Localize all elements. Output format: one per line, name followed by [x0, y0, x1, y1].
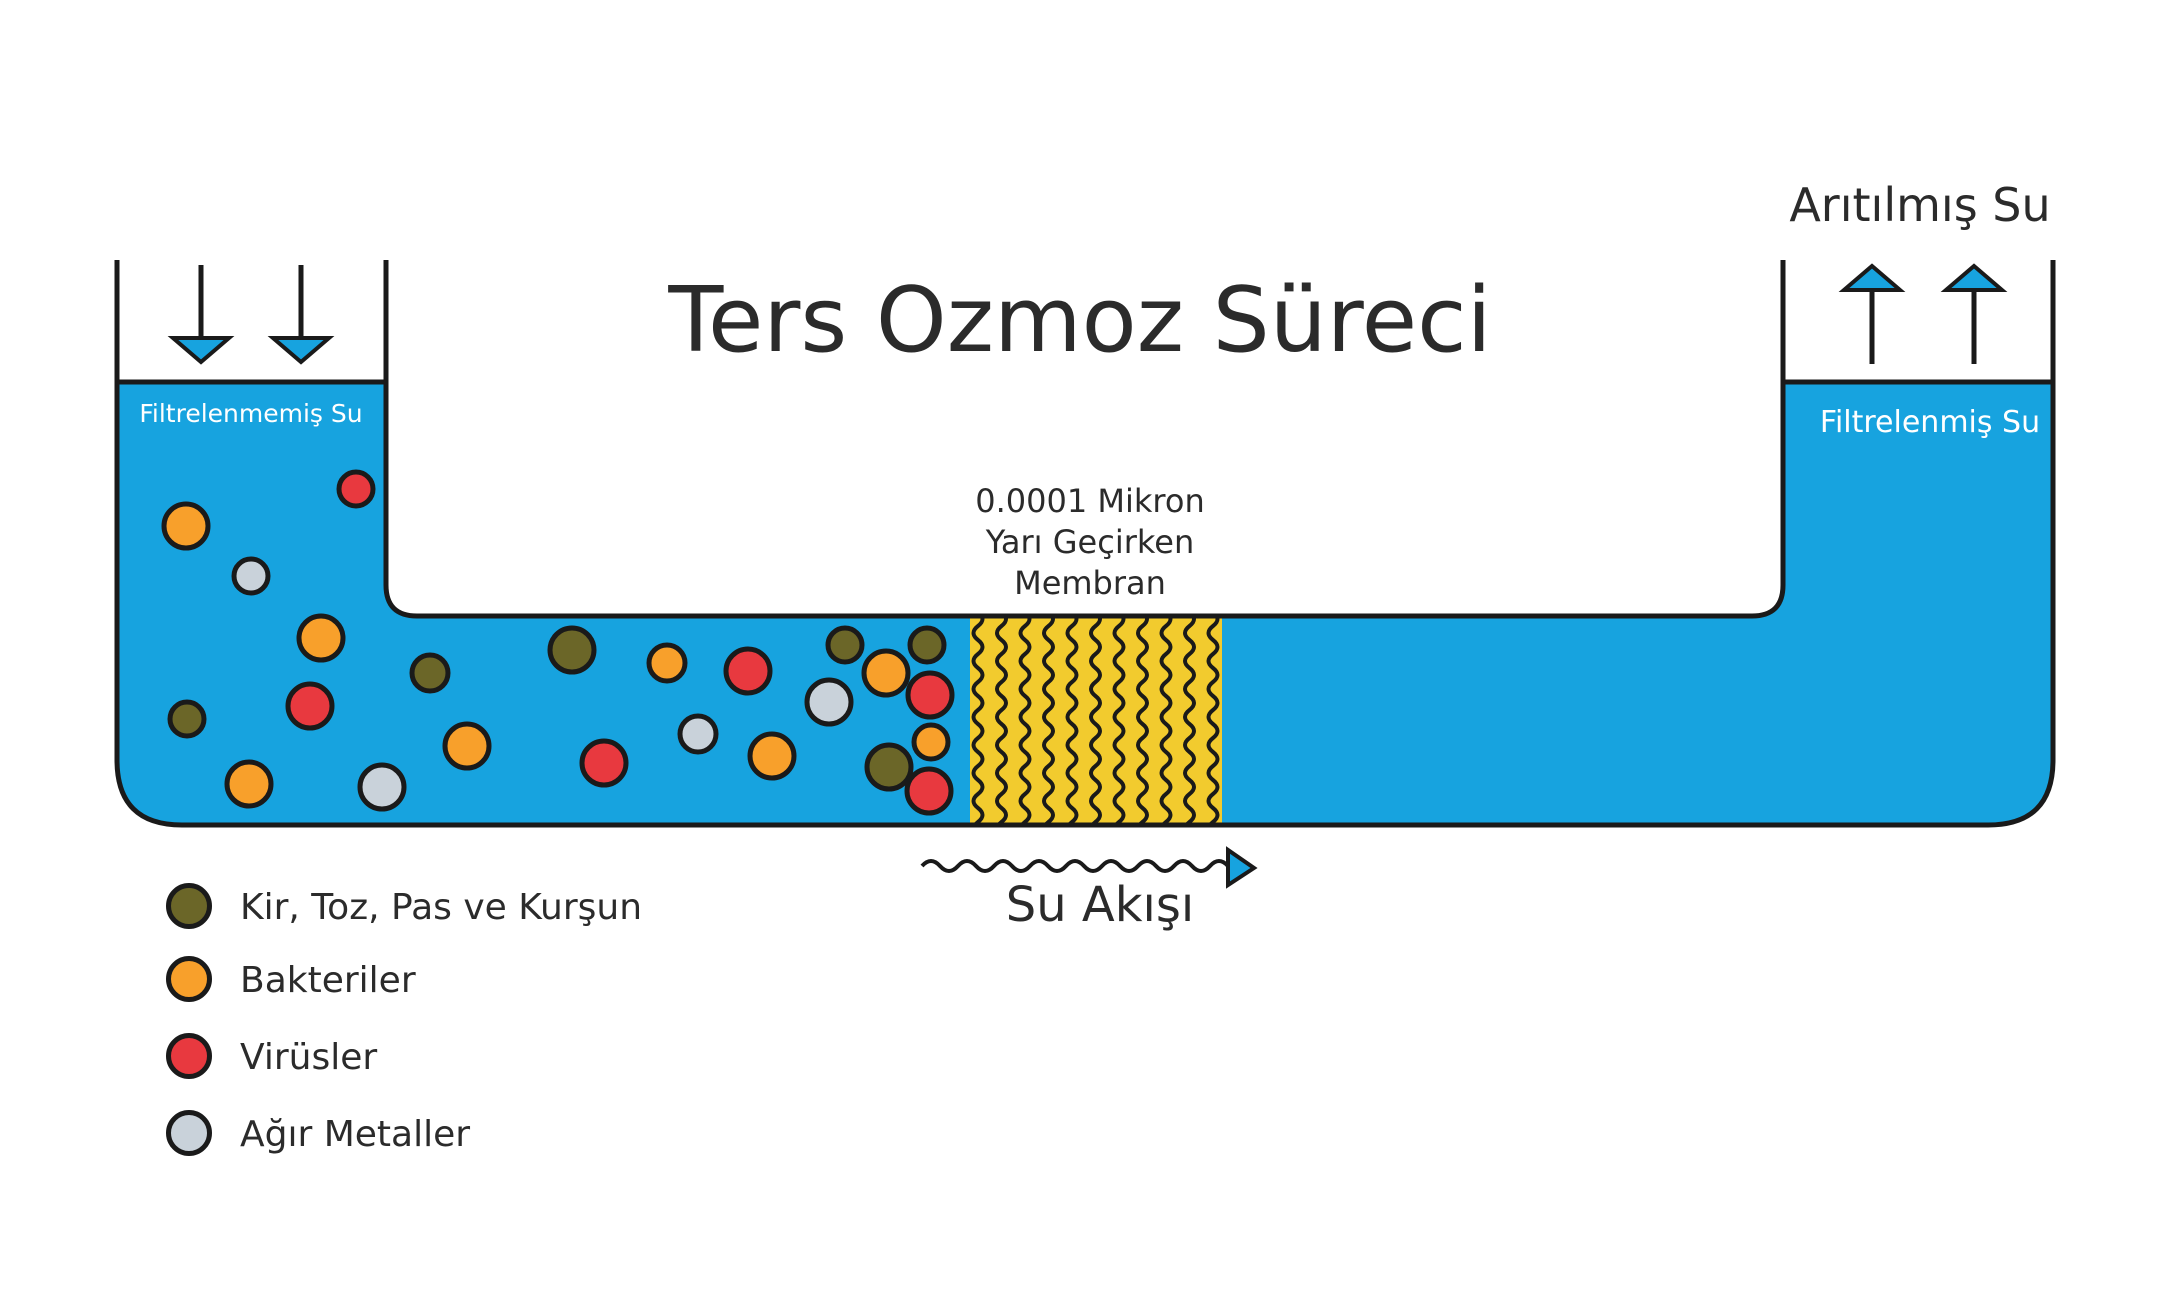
- dirt-particle: [825, 625, 865, 665]
- membrane-wave-line: [971, 610, 985, 825]
- legend-label: Bakteriler: [240, 960, 416, 1001]
- metal-particle: [677, 713, 719, 755]
- dirt-particle: [547, 625, 597, 675]
- unfiltered-water-label: Filtrelenmemiş Su: [139, 399, 363, 428]
- legend-label: Kir, Toz, Pas ve Kurşun: [240, 887, 643, 928]
- membrane-wave-line: [1136, 610, 1149, 825]
- purified-water-label: Arıtılmış Su: [1789, 178, 2051, 232]
- virus-particle: [904, 766, 954, 816]
- water-body: [117, 383, 2053, 825]
- virus-particle: [905, 670, 955, 720]
- membrane-wave-line: [1018, 610, 1032, 825]
- inlet-arrow-1: [167, 265, 235, 365]
- tank-outline: [114, 260, 2056, 828]
- legend-dot-metal: [166, 1110, 212, 1156]
- membrane-label-line-1: 0.0001 Mikron: [975, 482, 1205, 520]
- bacteria-particle: [747, 731, 797, 781]
- water-flow-arrow: [920, 846, 1258, 889]
- bacteria-particle: [646, 642, 688, 684]
- membrane-wave-line: [1112, 610, 1126, 825]
- dirt-particle: [907, 625, 947, 665]
- membrane-wave-line: [1206, 610, 1220, 825]
- virus-particle: [285, 681, 335, 731]
- legend-dot-dirt: [166, 883, 212, 929]
- membrane-label-line-2: Yarı Geçirken: [985, 523, 1195, 561]
- membrane-wave-line: [1089, 610, 1102, 825]
- legend-label: Virüsler: [240, 1037, 378, 1078]
- membrane-wave-line: [1159, 610, 1173, 825]
- bacteria-particle: [442, 721, 492, 771]
- legend-dot-virus: [166, 1033, 212, 1079]
- metal-particle: [804, 677, 854, 727]
- dirt-particle: [167, 699, 207, 739]
- membrane-wave-line: [1042, 610, 1055, 825]
- virus-particle: [336, 469, 376, 509]
- water-flow-label: Su Akışı: [1005, 877, 1195, 933]
- dirt-particle: [409, 652, 451, 694]
- bacteria-particle: [296, 613, 346, 663]
- metal-particle: [357, 762, 407, 812]
- contaminant-particles: [161, 469, 955, 816]
- membrane-wave-line: [1065, 610, 1079, 825]
- virus-particle: [723, 646, 773, 696]
- outlet-arrow-2: [1940, 263, 2008, 364]
- legend-dot-bacteria: [166, 956, 212, 1002]
- membrane: [970, 610, 1222, 825]
- bacteria-particle: [861, 648, 911, 698]
- bacteria-particle: [161, 501, 211, 551]
- filtered-water-label: Filtrelenmiş Su: [1819, 405, 2041, 440]
- page-title: Ters Ozmoz Süreci: [668, 268, 1492, 373]
- membrane-wave-line: [1183, 610, 1196, 825]
- inlet-arrow-2: [267, 265, 335, 365]
- outlet-arrow-1: [1838, 263, 1906, 364]
- bacteria-particle: [911, 722, 951, 762]
- dirt-particle: [864, 742, 914, 792]
- membrane-wave-line: [995, 610, 1008, 825]
- membrane-label-line-3: Membran: [1014, 564, 1166, 602]
- legend-label: Ağır Metaller: [240, 1114, 471, 1155]
- metal-particle: [231, 556, 271, 596]
- virus-particle: [579, 738, 629, 788]
- bacteria-particle: [224, 759, 274, 809]
